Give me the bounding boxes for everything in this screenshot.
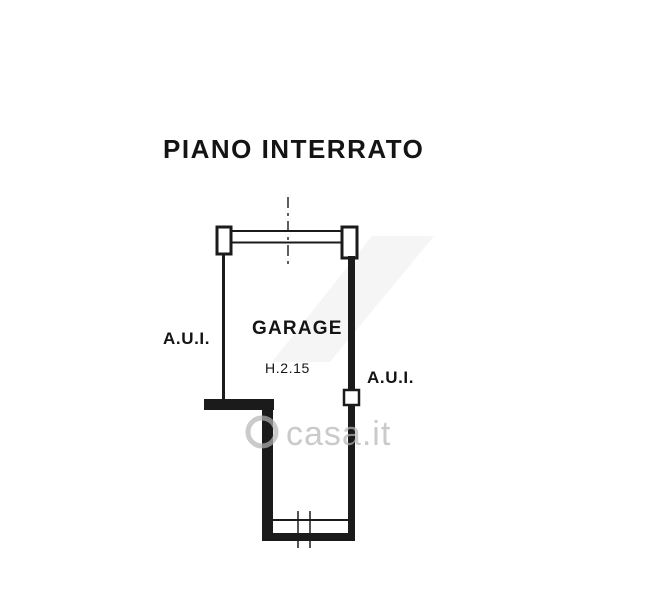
garage-label: GARAGE <box>252 318 343 339</box>
watermark-logo-icon <box>245 415 279 449</box>
lower-left-wall <box>204 399 274 410</box>
right-wall-joint <box>342 388 361 407</box>
watermark-text: casa.it <box>286 415 391 453</box>
right-area-label: A.U.I. <box>367 368 414 387</box>
page-title: PIANO INTERRATO <box>163 134 424 164</box>
bottom-wall <box>262 533 355 541</box>
right-pillar <box>340 225 359 260</box>
watermark: casa.it <box>245 415 391 453</box>
left-area-label: A.U.I. <box>163 329 210 348</box>
left-pillar <box>215 225 233 256</box>
inner-vertical-wall <box>262 410 273 540</box>
ceiling-height-label: H.2.15 <box>265 360 310 376</box>
